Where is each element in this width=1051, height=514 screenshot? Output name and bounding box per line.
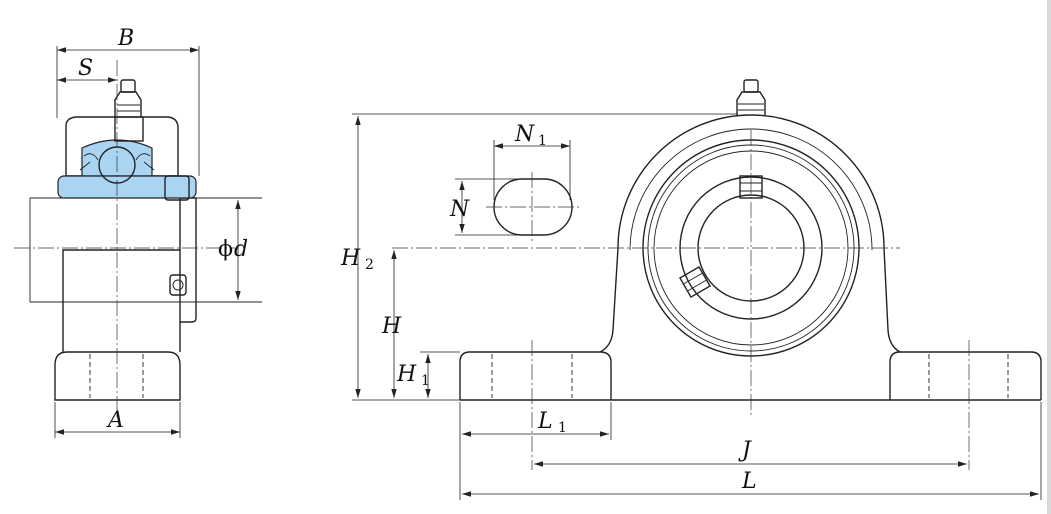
label-A: A [106,408,124,433]
page-edge-divider [1047,0,1051,514]
label-H2-sub: 2 [365,257,374,273]
label-N1: N [514,122,535,147]
front-view [392,79,1042,470]
dimension-d: ϕ d [218,200,248,300]
front-right-foot [889,351,1042,400]
label-J: J [738,438,752,463]
front-housing [599,114,901,353]
dimension-L1: L 1 [459,402,612,500]
dimension-H1: H 1 [396,351,460,398]
label-N: N [449,197,470,222]
dimension-H: H [352,250,460,401]
label-L: L [741,469,757,494]
side-screw [169,274,187,296]
label-B: B [117,26,134,51]
label-N1-sub: 1 [538,133,547,149]
slot-detail: N 1 N [449,122,580,242]
label-H: H [381,314,402,339]
side-grease-nipple [114,116,144,142]
label-H1-sub: 1 [421,373,430,389]
front-side-setscrew [679,266,711,298]
dimension-S: S [57,56,117,83]
label-H1: H [396,362,417,387]
dimension-A: A [54,402,181,438]
label-L1: L [537,409,553,434]
front-left-foot [459,351,612,400]
dimension-H2: H 2 [340,113,738,398]
label-S: S [78,56,93,81]
label-H2: H [340,246,361,271]
label-phi: ϕ [218,237,233,262]
label-L1-sub: 1 [558,420,567,436]
dimension-J: J [534,438,967,467]
label-d: d [234,237,248,262]
side-housing-cap [65,116,179,177]
side-pedestal [62,249,181,352]
side-base [54,351,181,401]
dimension-L: L [462,402,1042,500]
side-view [14,60,262,420]
